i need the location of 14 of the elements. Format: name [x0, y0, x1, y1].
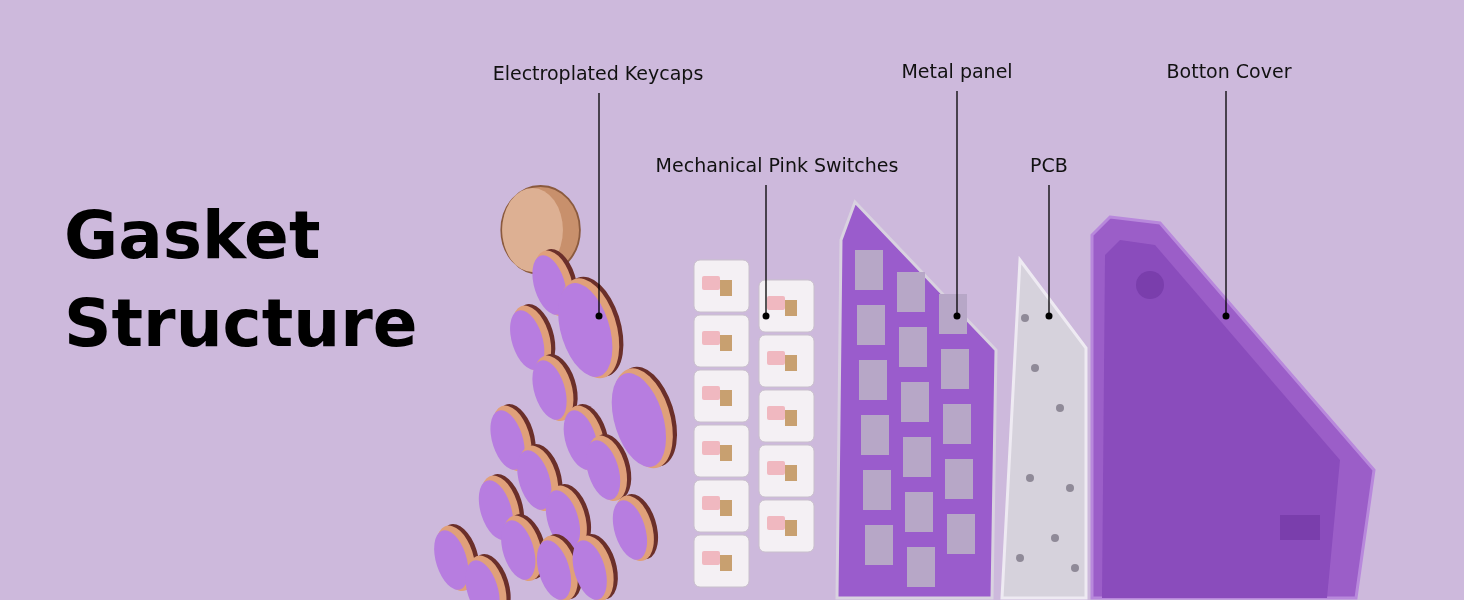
- metal-plate-drawing: [835, 200, 998, 600]
- part-label: Electroplated Keycaps: [492, 62, 704, 85]
- title: Gasket Structure: [64, 196, 419, 364]
- part-label: Botton Cover: [1166, 60, 1292, 83]
- leader-line: [1045, 184, 1053, 320]
- bottom-case-drawing: [1090, 215, 1376, 600]
- pcb-drawing: [1000, 258, 1088, 600]
- leader-line: [1222, 90, 1230, 320]
- leader-line: [595, 92, 603, 320]
- leader-line: [762, 184, 770, 320]
- part-label: Metal panel: [901, 60, 1013, 83]
- leader-line: [953, 90, 961, 320]
- part-label: PCB: [1030, 154, 1068, 177]
- part-label: Mechanical Pink Switches: [655, 154, 899, 177]
